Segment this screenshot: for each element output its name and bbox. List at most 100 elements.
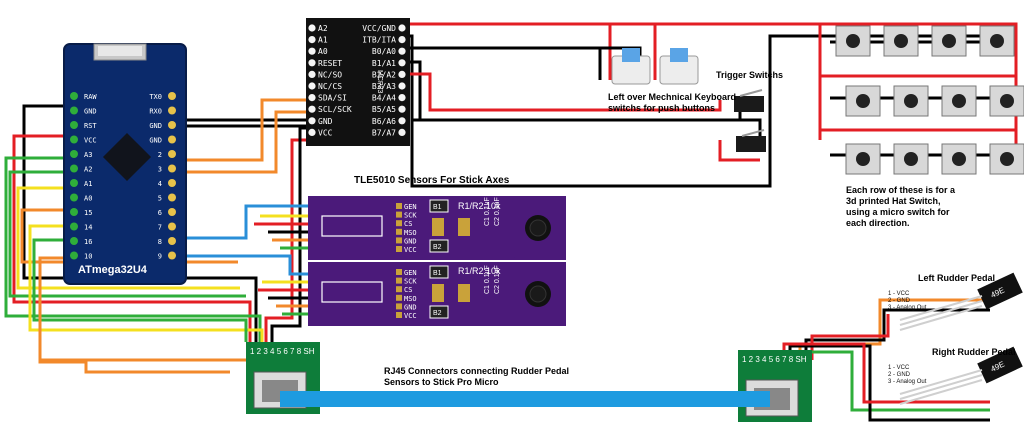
mcu-pin-label: RX0 [149,108,162,116]
hall-sensor-lead [899,305,983,331]
mcu-pin-label: 5 [158,195,162,203]
expander-pin-label: A1 [318,36,328,45]
sensor-ic-outline [321,281,383,303]
sensor-pin-label: SCK [404,278,417,286]
wire [4,156,262,342]
expander-pin-pad [308,70,316,78]
wire [718,140,760,162]
wire [264,138,306,342]
mcu-pin-label: 2 [158,151,162,159]
wire [38,256,246,362]
mcu-pin-pad [70,251,78,260]
tact-switch-knob [1000,152,1014,166]
tact-switch-knob [846,34,860,48]
expander-pin-pad [308,59,316,67]
rj45-right-pins: 1 2 3 4 5 6 7 8 SH [742,355,807,364]
hall-sensor-lead [899,295,983,321]
expander-pin-label: SCL/SCK [318,105,352,114]
sensor-pin-label: CS [404,286,412,294]
io-expander-board: A2A1A0RESETNC/SONC/CSSDA/SISCL/SCKGNDVCC… [306,18,410,146]
expander-pin-pad [308,105,316,113]
mcu-pin-pad [168,222,176,231]
rj45-note: RJ45 Connectors connecting Rudder Pedal … [384,366,570,387]
sensor-cap-note-2: C1 0.1uF [484,265,491,294]
expander-pin-pad [398,128,406,136]
expander-pin-pad [398,82,406,90]
left-pedal-label: Left Rudder Pedal [918,273,996,283]
sensor-pin-pad [396,286,402,293]
wire [28,224,264,342]
expander-pin-pad [398,94,406,102]
mcu-pin-label: GND [149,137,162,145]
tact-switch [979,25,1015,57]
mcu-pin-pad [168,164,176,173]
sensor-pin-label: MSO [404,229,417,237]
mcu-pin-pad [70,150,78,158]
wire [395,22,1018,168]
expander-pin-pad [398,105,406,113]
expander-chip-label: MCP23 [376,70,383,94]
sensor-pin-pad [396,237,402,244]
mcu-pin-pad [168,208,176,216]
wire [32,238,248,342]
hat-switch-buttons [835,25,1024,175]
expander-pin-label: B5/A5 [372,105,396,114]
mcu-pin-label: 7 [158,224,162,232]
mcu-pin-label: RST [84,122,97,130]
mcu-pin-pad [70,135,78,144]
hall-sensor-body [977,272,1023,310]
pinout-line: 1 - VCC [888,365,910,371]
sensor-pin-pad [396,269,402,275]
rj45-cable [280,391,770,407]
mcu-pin-pad [168,150,176,158]
hall-sensor-lead [899,369,983,395]
mcu-pin-label: 3 [158,166,162,174]
sensor-pin-label: MSO [404,295,417,303]
expander-pin-label: RESET [318,59,342,68]
mcu-pin-pad [168,237,176,245]
sensor-resistor [458,284,470,302]
expander-pin-pad [308,36,316,44]
mcu-pin-pad [70,208,78,216]
sensor-cap-note-b: C2 0.1uF [494,197,501,226]
rj45-left-pins: 1 2 3 4 5 6 7 8 SH [250,347,315,356]
expander-pin-pad [308,117,316,125]
microswitch-lever [741,129,765,137]
expander-pin-pad [398,117,406,125]
expander-pin-pad [398,59,406,67]
mcu-pin-label: 6 [158,209,162,217]
pinout-line: 1 - VCC [888,291,910,297]
wire [412,118,762,142]
sensor-resistor [458,218,470,236]
sensor-pin-pad [396,294,402,301]
sensor-pad-label: B1 [433,270,442,277]
tact-switch-knob [952,94,966,108]
mcu-pin-label: 15 [84,209,92,217]
sensor-resistor-note: R1/R2:10k [458,201,501,211]
sensor-pin-label: CS [404,220,412,228]
wire [810,314,890,360]
pinout-line: 2 - GND [888,372,911,378]
hat-switch-note: Each row of these is for a 3d printed Ha… [846,185,956,228]
mcu-pin-label: A1 [84,180,92,188]
sensor-pin-pad [396,211,402,218]
expander-pin-label: A0 [318,47,328,56]
sensor-pin-label: VCC [404,312,417,320]
mcu-pin-label: 9 [158,253,162,261]
expander-pin-label: B1/A1 [372,59,396,68]
microswitch-lever [739,89,763,97]
mcu-pin-pad [70,179,78,187]
tact-switch-knob [990,34,1004,48]
sensor-pin-label: VCC [404,246,417,254]
mcu-pin-pad [168,193,176,202]
mcu-pin-label: GND [84,108,97,116]
wire [16,186,240,290]
wire [186,98,306,162]
wire [395,46,642,82]
mcu-pin-pad [168,106,176,115]
wire [8,170,246,298]
left-pedal-pinout: 1 - VCC 2 - GND 3 - Analog Out [888,291,926,312]
mcu-pin-label: GND [149,122,162,130]
right-pedal-label: Right Rudder Pedal [932,347,1016,357]
